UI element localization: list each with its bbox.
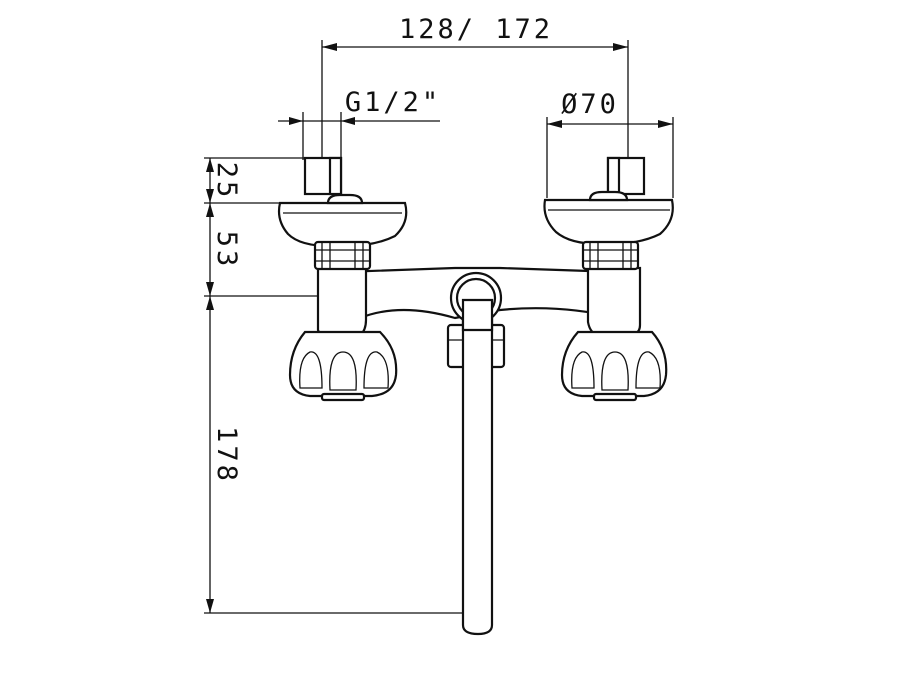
dim-inlet-spacing-label: 128/ 172 <box>399 14 553 45</box>
right-handle-knob <box>560 330 668 402</box>
dim-height-top-label: 25 <box>211 162 242 201</box>
dim-handle-diameter-label: Ø70 <box>561 89 619 120</box>
dim-inlet-spacing: 128/ 172 <box>321 14 629 160</box>
spout <box>449 271 503 636</box>
dim-handle-diameter: Ø70 <box>546 89 674 198</box>
left-escutcheon <box>277 156 408 271</box>
right-escutcheon <box>543 156 674 271</box>
dim-height-mid-label: 53 <box>211 231 242 270</box>
left-handle-knob <box>288 330 398 402</box>
faucet-body <box>277 156 674 636</box>
dim-height-spout-label: 178 <box>211 426 242 484</box>
dim-thread-label: G1/2" <box>345 87 441 118</box>
dim-thread: G1/2" <box>278 87 441 160</box>
